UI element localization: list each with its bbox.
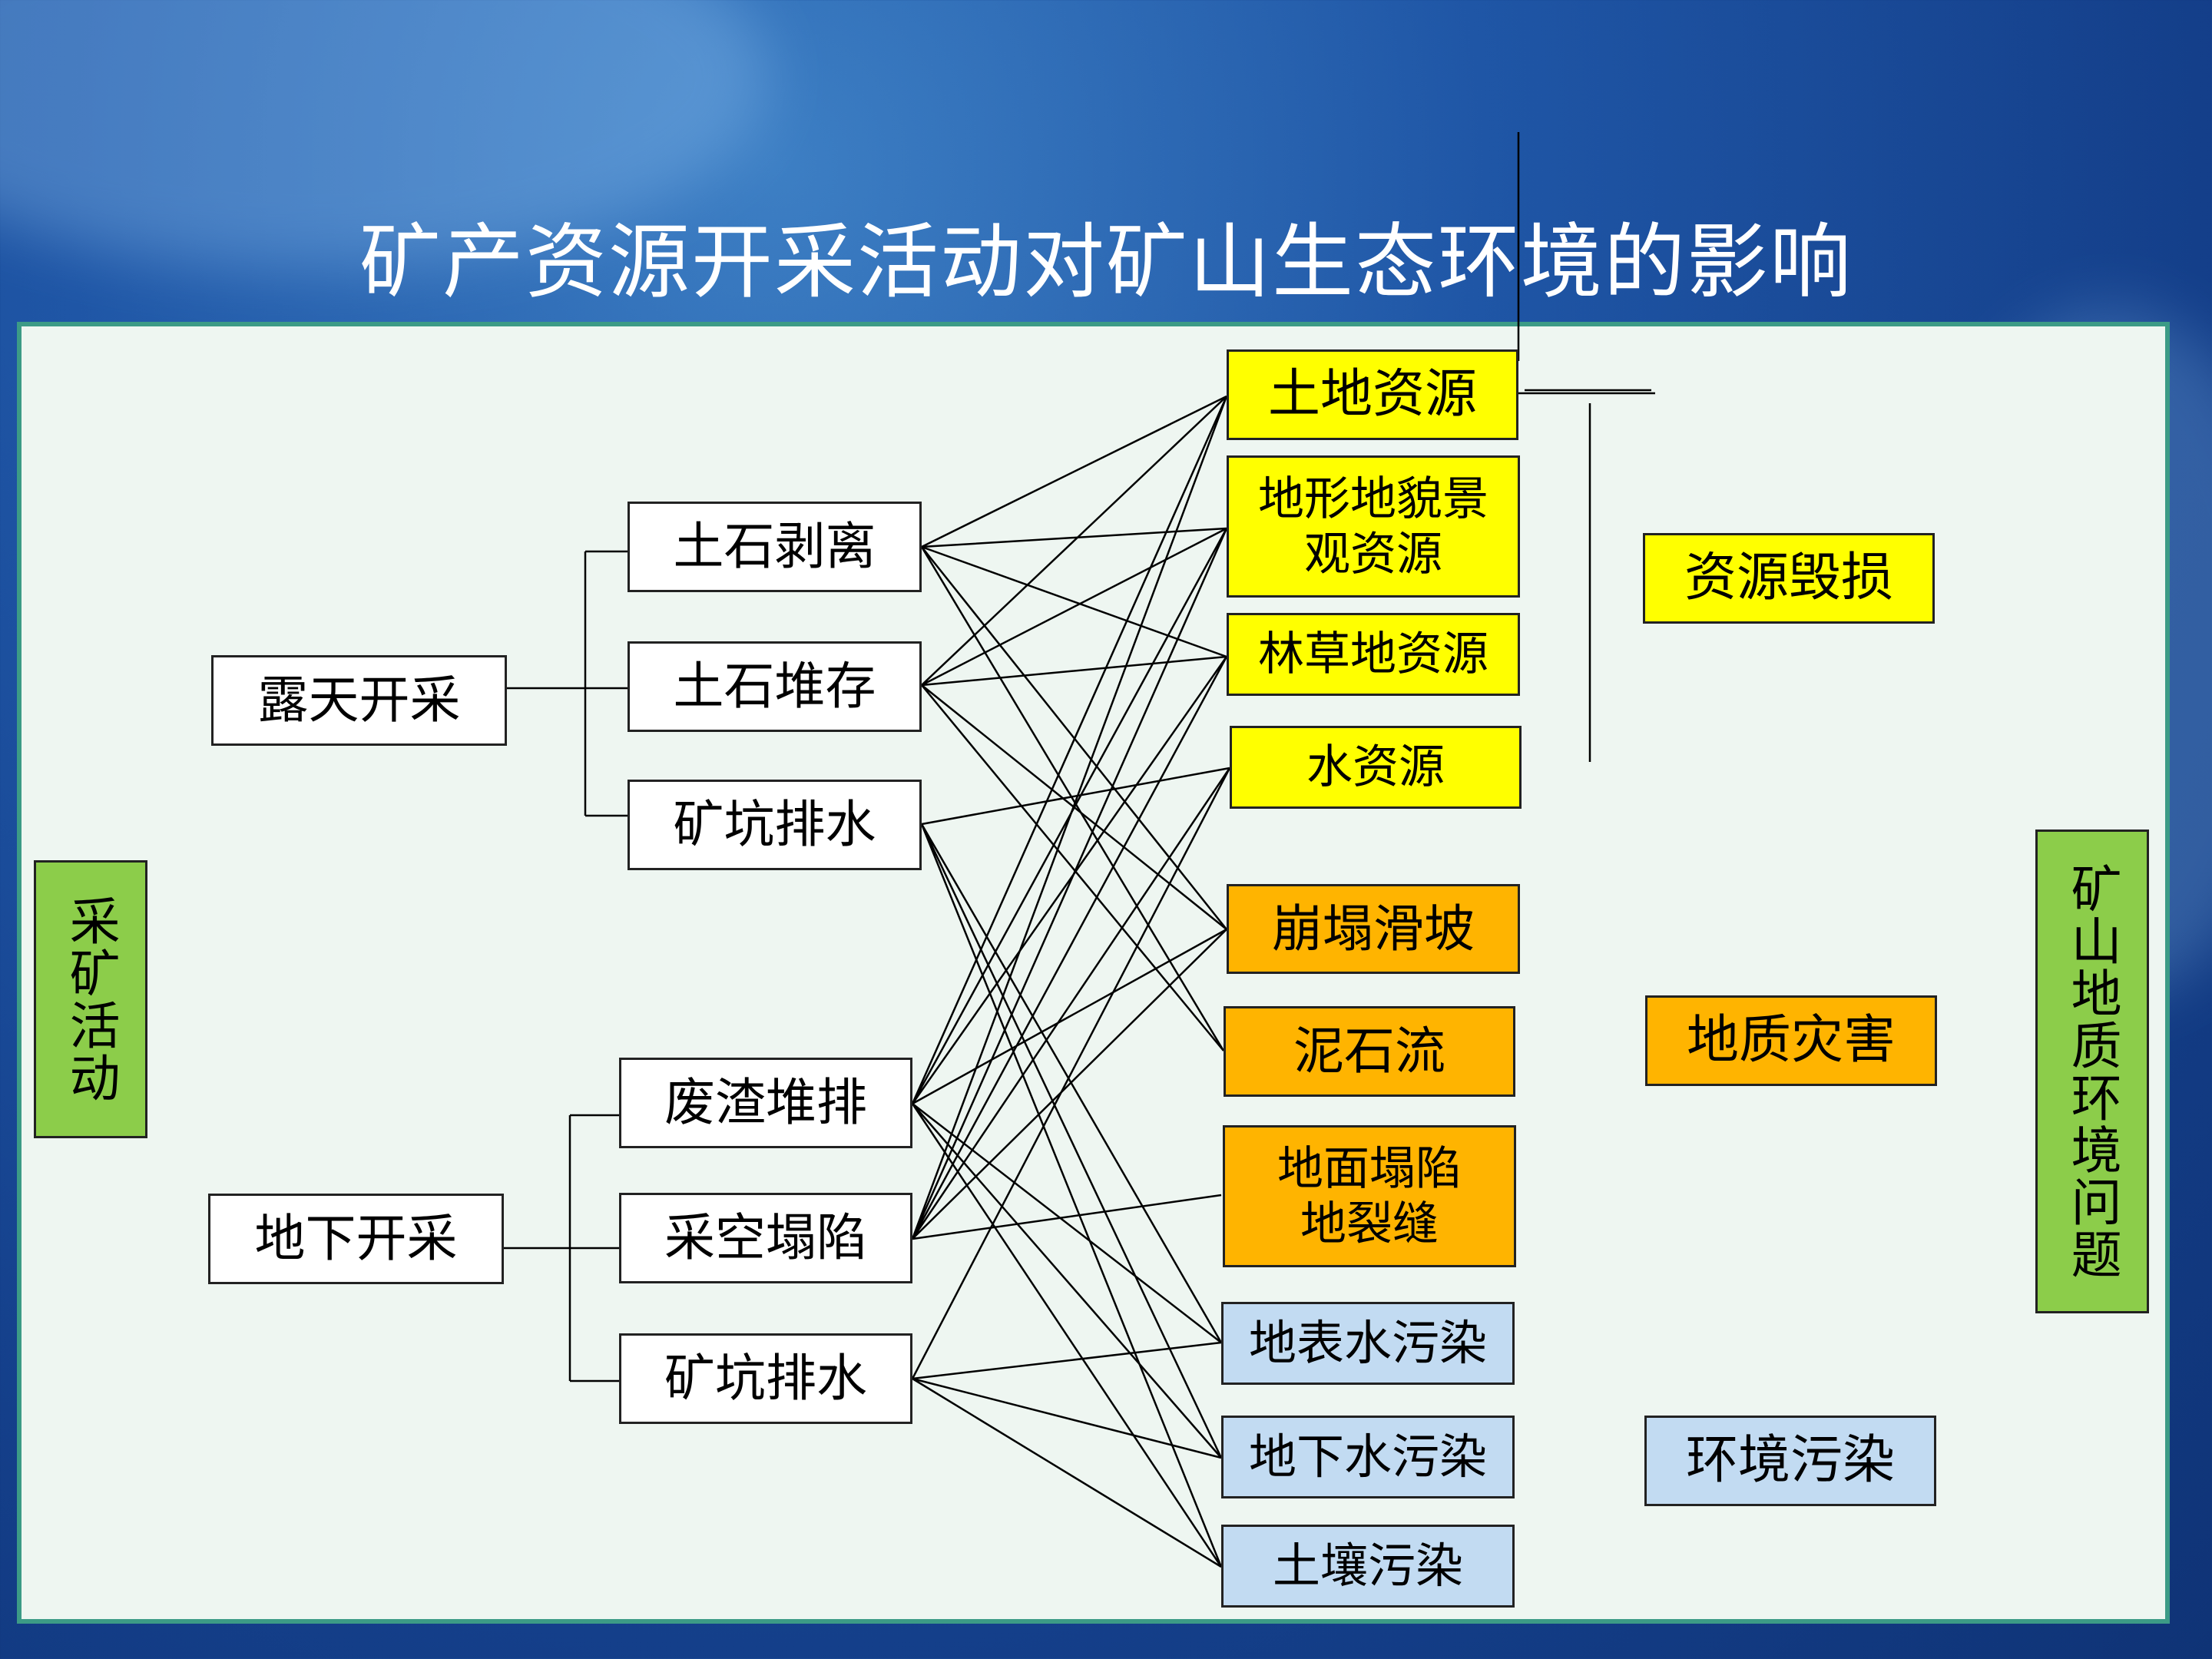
impact-water-resources: 水资源 bbox=[1230, 726, 1522, 809]
label-mining-activity: 采矿活动 bbox=[34, 860, 147, 1138]
impact-soil-pollution: 土壤污染 bbox=[1221, 1525, 1515, 1608]
activity-stockpile: 土石堆存 bbox=[628, 641, 922, 732]
slide-title: 矿产资源开采活动对矿山生态环境的影响 bbox=[359, 215, 1853, 310]
stray-lines bbox=[1517, 132, 1655, 762]
method-open-pit: 露天开采 bbox=[211, 655, 507, 746]
activity-waste-dump: 废渣堆排 bbox=[619, 1058, 912, 1148]
activity-stripping: 土石剥离 bbox=[628, 502, 922, 592]
impact-collapse-landslide: 崩塌滑坡 bbox=[1227, 884, 1520, 974]
impact-groundwater-pollution: 地下水污染 bbox=[1221, 1416, 1515, 1498]
bracket-open-pit bbox=[507, 550, 628, 817]
category-geo-hazard: 地质灾害 bbox=[1645, 995, 1937, 1086]
category-env-pollution: 环境污染 bbox=[1644, 1416, 1936, 1506]
label-geo-env-problems: 矿山地质环境问题 bbox=[2035, 830, 2149, 1313]
method-underground: 地下开采 bbox=[208, 1194, 504, 1284]
links-stockpile bbox=[921, 396, 1227, 1051]
impact-land-resources: 土地资源 bbox=[1227, 349, 1518, 440]
activity-subsidence: 采空塌陷 bbox=[619, 1193, 912, 1283]
impact-landform-resources: 地形地貌景 观资源 bbox=[1227, 455, 1520, 598]
category-resource-damage: 资源毁损 bbox=[1643, 533, 1935, 624]
activity-drainage-open: 矿坑排水 bbox=[628, 780, 922, 870]
links-drainage-under bbox=[911, 767, 1231, 1568]
impact-debris-flow: 泥石流 bbox=[1224, 1006, 1515, 1097]
links-subsidence bbox=[911, 396, 1231, 1240]
impact-ground-collapse: 地面塌陷 地裂缝 bbox=[1223, 1125, 1516, 1267]
impact-forest-resources: 林草地资源 bbox=[1227, 613, 1520, 696]
activity-drainage-under: 矿坑排水 bbox=[619, 1333, 912, 1424]
links-stripping bbox=[920, 395, 1227, 1051]
impact-surface-water-pollution: 地表水污染 bbox=[1221, 1302, 1515, 1385]
bracket-underground bbox=[504, 1114, 621, 1382]
